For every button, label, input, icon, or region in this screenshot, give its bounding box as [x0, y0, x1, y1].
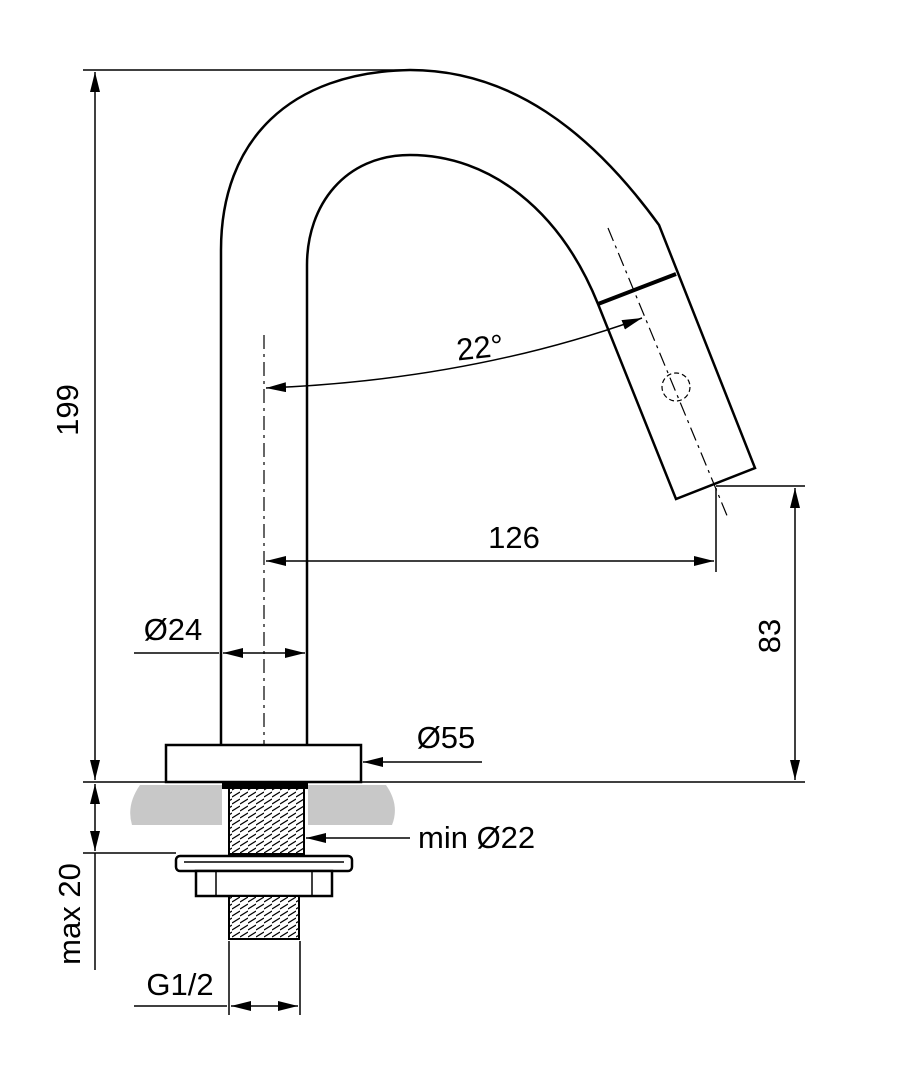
- overall-height-label: 199: [50, 384, 85, 436]
- countertop: [130, 785, 395, 825]
- dim-thread: [134, 941, 301, 1015]
- thread-label: G1/2: [146, 967, 213, 1002]
- min-hole-label: min Ø22: [418, 820, 535, 855]
- threaded-rod: [222, 782, 308, 855]
- dim-angle-arc: [265, 317, 643, 393]
- dim-overall-height: [83, 69, 805, 783]
- spout-angle-label: 22°: [455, 328, 505, 368]
- dim-max-thickness: [83, 784, 176, 970]
- reach-label: 126: [488, 520, 540, 555]
- supply-thread: [228, 895, 300, 940]
- outlet-height-label: 83: [752, 619, 787, 653]
- tap-body: [219, 68, 757, 745]
- outlet-circle: [661, 372, 691, 402]
- centerlines: [263, 227, 729, 775]
- dim-reach: [266, 488, 717, 572]
- body-diameter-label: Ø24: [144, 612, 203, 647]
- dim-outlet-height: [716, 485, 805, 780]
- base-flange: [164, 743, 363, 784]
- base-diameter-label: Ø55: [417, 720, 476, 755]
- mounting-nut: [174, 854, 354, 898]
- max-thickness-label: max 20: [52, 863, 87, 965]
